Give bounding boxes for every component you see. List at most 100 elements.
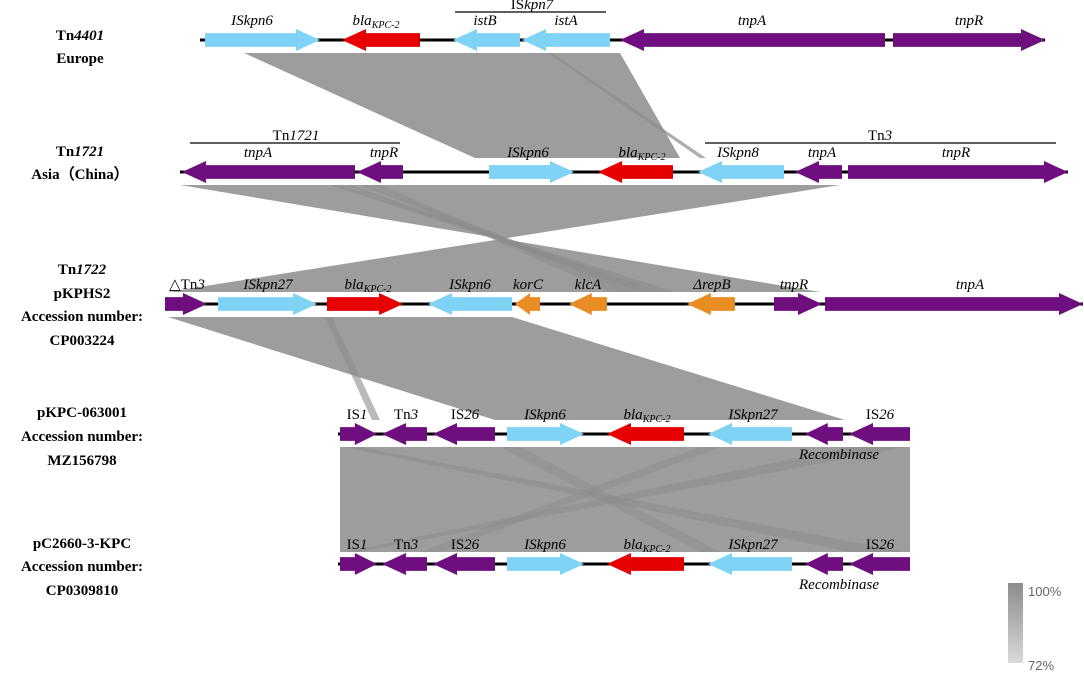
gene-arrow-tnpa [795, 161, 842, 183]
gene-label: istA [554, 13, 578, 29]
row-label: pKPC-063001 [37, 405, 127, 421]
gene-label: IS26 [451, 537, 480, 553]
homology-ribbon [325, 317, 380, 420]
row-label: Europe [56, 51, 104, 67]
gene-arrow-iskpn6 [205, 29, 320, 51]
row-label: Accession number: [21, 559, 143, 575]
gene-label: ISkpn27 [242, 277, 294, 293]
gene-label: tnpA [808, 145, 837, 161]
gene-arrow-recombinase [805, 423, 843, 445]
gene-label: tnpA [244, 145, 273, 161]
gene-label: korC [513, 277, 544, 293]
row-label: Tn1722 [58, 262, 107, 278]
gene-label: Recombinase [798, 577, 879, 593]
row-label: Asia（China） [31, 165, 129, 183]
scale-max-label: 100% [1028, 584, 1062, 599]
gene-arrow-is26 [433, 423, 495, 445]
gene-label: ISkpn27 [727, 537, 779, 553]
gene-arrow-tnpa [620, 29, 885, 51]
bracket-label: ISkpn7 [511, 0, 555, 13]
gene-arrow-klca [569, 293, 607, 315]
gene-arrow-korc [515, 293, 540, 315]
gene-label: blaKPC-2 [345, 277, 392, 295]
homology-ribbon [548, 53, 706, 158]
gene-arrow-istb [453, 29, 520, 51]
gene-arrow-iskpn27 [218, 293, 317, 315]
gene-label: blaKPC-2 [624, 407, 671, 425]
gene-label: ISkpn27 [727, 407, 779, 423]
row-label: Tn1721 [56, 144, 104, 160]
gene-arrow-tn3 [382, 553, 427, 575]
gene-arrow-iskpn6 [507, 553, 584, 575]
gene-arrows [165, 29, 1083, 575]
gene-label: ISkpn6 [523, 407, 566, 423]
gene-arrow-is26 [849, 553, 910, 575]
gene-arrow-recombinase [805, 553, 843, 575]
gene-arrow-is1 [340, 553, 377, 575]
gene-label: ISkpn6 [448, 277, 491, 293]
gene-label: IS26 [866, 537, 895, 553]
labels: ISkpn6 blaKPC-2 istB istA tnpA tnpR Tn4401Euro… [21, 0, 1056, 599]
homology-blocks [168, 53, 910, 552]
gene-label: △Tn3 [169, 277, 205, 293]
row-label: Tn4401 [56, 28, 104, 44]
gene-label: ΔrepB [692, 277, 730, 293]
gene-arrow-tnpa [825, 293, 1083, 315]
gene-arrow-blakpc-2 [598, 161, 673, 183]
scale-min-label: 72% [1028, 658, 1054, 673]
gene-arrow-tnpr [848, 161, 1068, 183]
row-label: pKPHS2 [54, 286, 111, 302]
gene-label: Recombinase [798, 447, 879, 463]
gene-label: ISkpn8 [716, 145, 759, 161]
bracket-label: Tn3 [868, 128, 892, 144]
gene-arrow-blakpc-2 [342, 29, 420, 51]
homology-ribbon [168, 317, 845, 420]
homology-ribbon [372, 185, 632, 292]
gene-label: blaKPC-2 [353, 13, 400, 31]
gene-label: blaKPC-2 [619, 145, 666, 163]
gene-label: tnpR [942, 145, 970, 161]
identity-scale: 100% 72% [1008, 583, 1062, 673]
gene-arrow-iskpn27 [708, 553, 792, 575]
gene-arrow-tnpr [357, 161, 403, 183]
row-label: Accession number: [21, 429, 143, 445]
gene-arrow-iskpn6 [507, 423, 584, 445]
gene-arrow-is26 [433, 553, 495, 575]
gene-label: ISkpn6 [523, 537, 566, 553]
gene-arrow-ista [522, 29, 610, 51]
gene-label: klcA [575, 277, 602, 293]
row-label: pC2660-3-KPC [33, 536, 131, 552]
gene-arrow-blakpc-2 [607, 553, 684, 575]
row-label: MZ156798 [47, 453, 116, 469]
gene-label: ISkpn6 [230, 13, 273, 29]
gene-label: blaKPC-2 [624, 537, 671, 555]
homology-ribbon [345, 447, 905, 552]
gene-arrow-is26 [849, 423, 910, 445]
gene-arrow-iskpn27 [708, 423, 792, 445]
gene-label: istB [473, 13, 496, 29]
gene-arrow-iskpn6 [428, 293, 512, 315]
identity-scale-bar [1008, 583, 1023, 663]
gene-label: tnpR [955, 13, 983, 29]
gene-arrow-iskpn8 [698, 161, 784, 183]
gene-arrow-blakpc-2 [607, 423, 684, 445]
gene-arrow-is1 [340, 423, 377, 445]
gene-label: tnpR [370, 145, 398, 161]
bracket-label: Tn1721 [273, 128, 320, 144]
gene-label: IS1 [347, 407, 368, 423]
gene-arrow-blakpc-2 [327, 293, 403, 315]
gene-label: ISkpn6 [506, 145, 549, 161]
gene-label: Tn3 [394, 537, 418, 553]
gene-label: tnpA [956, 277, 985, 293]
gene-arrow-tn3 [382, 423, 427, 445]
gene-arrow-tnpa [182, 161, 355, 183]
gene-label: Tn3 [394, 407, 418, 423]
gene-label: tnpR [780, 277, 808, 293]
gene-label: IS26 [451, 407, 480, 423]
homology-ribbon [244, 53, 680, 158]
gene-label: tnpA [738, 13, 767, 29]
gene-arrow-tnpr [774, 293, 822, 315]
gene-arrow-iskpn6 [489, 161, 574, 183]
gene-arrow-tnpr [893, 29, 1045, 51]
